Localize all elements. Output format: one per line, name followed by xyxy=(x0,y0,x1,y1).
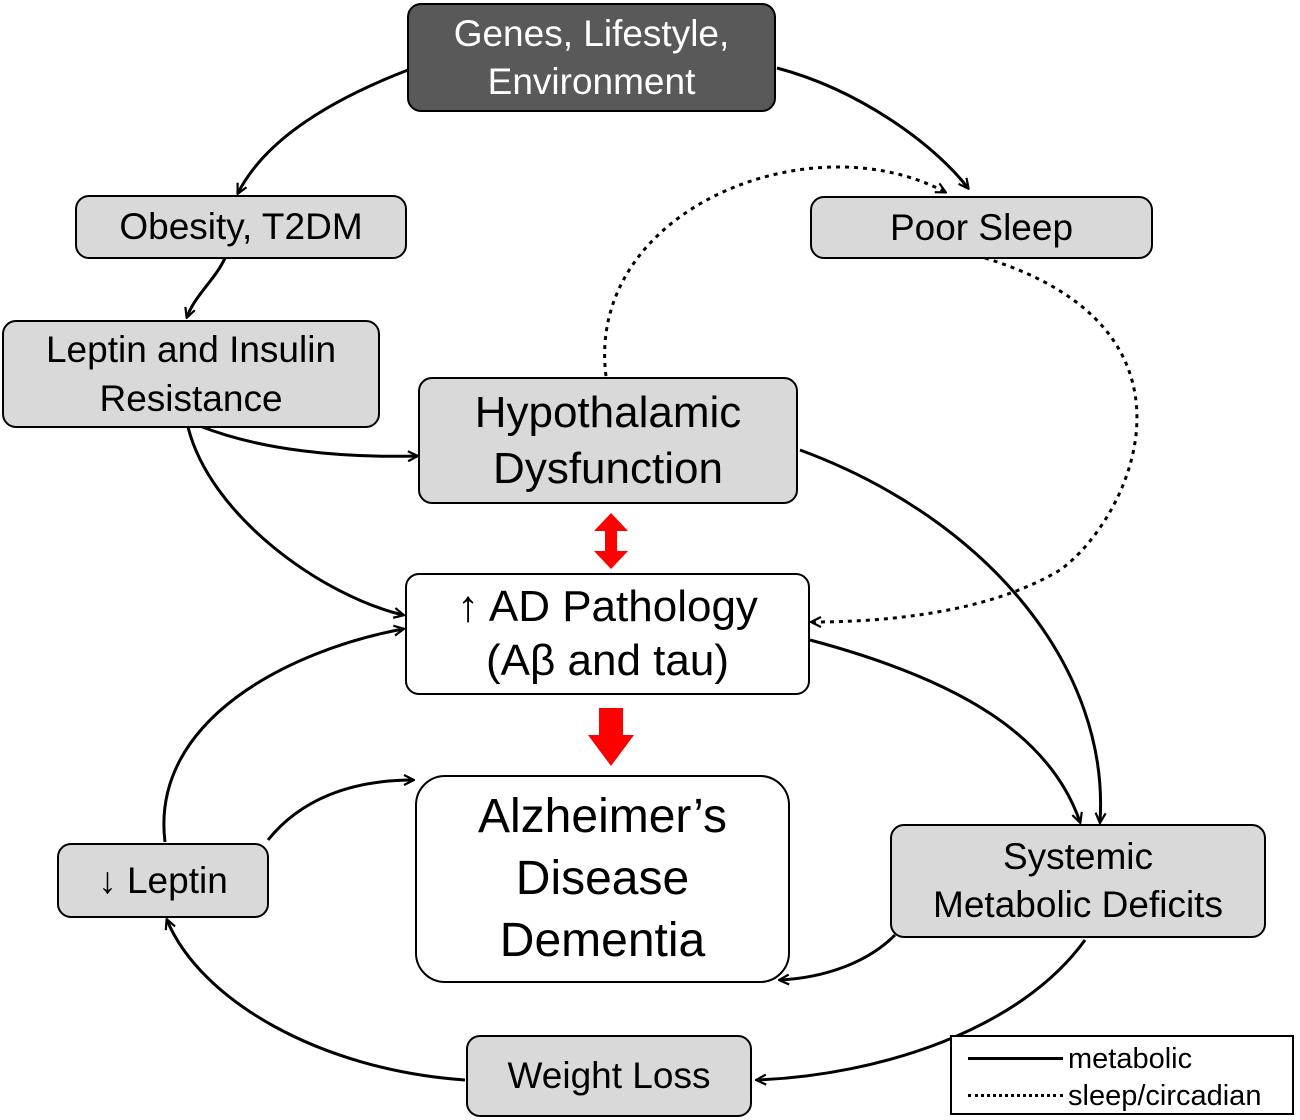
ad-pathology-line-1: ↑ AD Pathology xyxy=(457,582,758,631)
obesity-t2dm-box: Obesity, T2DM xyxy=(75,195,407,259)
arrow-leptin-insulin-to-hypothalamic xyxy=(199,424,417,456)
systemic-line-1: Systemic xyxy=(1002,836,1154,877)
ad-pathology-line-2: (Aβ and tau) xyxy=(486,636,729,685)
genes-line-2: Environment xyxy=(487,60,696,102)
arrow-genes-to-obesity xyxy=(238,68,409,193)
arrow-systemic-to-weight-loss xyxy=(757,939,1087,1080)
weight-loss-box: Weight Loss xyxy=(466,1035,752,1117)
red-double-arrow xyxy=(594,513,628,569)
legend-metabolic-label: metabolic xyxy=(1068,1043,1193,1075)
poor-sleep-box: Poor Sleep xyxy=(810,196,1153,259)
alzheimers-line-1: Alzheimer’s xyxy=(478,790,727,843)
genes-line-1: Genes, Lifestyle, xyxy=(453,12,730,54)
obesity-label: Obesity, T2DM xyxy=(119,206,363,247)
arrow-leptin-insulin-to-ad-pathology xyxy=(186,426,403,615)
alzheimers-line-2: Disease xyxy=(515,852,690,905)
red-down-arrow xyxy=(588,708,634,766)
solid-line-swatch xyxy=(968,1057,1063,1060)
leptin-decrease-box: ↓ Leptin xyxy=(57,843,269,918)
weight-loss-label: Weight Loss xyxy=(507,1055,711,1096)
dotted-line-swatch xyxy=(968,1094,1063,1097)
dotted-arrow-hypothalamic-to-poor-sleep xyxy=(603,165,945,377)
arrow-leptin-down-to-alzheimers xyxy=(266,780,413,841)
alzheimers-disease-dementia-box: Alzheimer’s Disease Dementia xyxy=(415,775,790,983)
arrow-ad-pathology-to-systemic xyxy=(809,638,1080,822)
leptin-insulin-resistance-box: Leptin and Insulin Resistance xyxy=(2,320,380,428)
systemic-line-2: Metabolic Deficits xyxy=(933,884,1223,925)
legend-sleep-label: sleep/circadian xyxy=(1068,1080,1262,1112)
genes-lifestyle-environment-box: Genes, Lifestyle, Environment xyxy=(407,3,776,112)
arrow-hypothalamic-to-systemic xyxy=(799,448,1101,822)
hypothalamic-line-1: Hypothalamic xyxy=(474,387,742,437)
arrow-weight-loss-to-leptin-down xyxy=(167,920,466,1082)
arrow-systemic-to-alzheimers xyxy=(780,933,897,980)
arrow-obesity-to-leptin-insulin xyxy=(187,257,227,317)
arrow-genes-to-poor-sleep xyxy=(776,66,968,188)
legend: metabolic sleep/circadian xyxy=(950,1035,1294,1115)
alzheimers-line-3: Dementia xyxy=(499,914,706,967)
ad-pathology-box: ↑ AD Pathology (Aβ and tau) xyxy=(405,573,810,695)
systemic-metabolic-deficits-box: Systemic Metabolic Deficits xyxy=(890,824,1266,938)
leptin-insulin-line-2: Resistance xyxy=(99,378,283,419)
dotted-arrow-poor-sleep-to-ad-pathology xyxy=(812,256,1139,622)
leptin-decrease-label: ↓ Leptin xyxy=(98,859,228,901)
legend-metabolic: metabolic xyxy=(952,1040,1292,1076)
poor-sleep-label: Poor Sleep xyxy=(889,206,1074,248)
legend-sleep: sleep/circadian xyxy=(952,1077,1292,1113)
hypothalamic-line-2: Dysfunction xyxy=(493,443,723,493)
arrow-leptin-down-to-ad-pathology xyxy=(162,629,403,843)
hypothalamic-dysfunction-box: Hypothalamic Dysfunction xyxy=(418,377,798,504)
leptin-insulin-line-1: Leptin and Insulin xyxy=(45,329,337,370)
